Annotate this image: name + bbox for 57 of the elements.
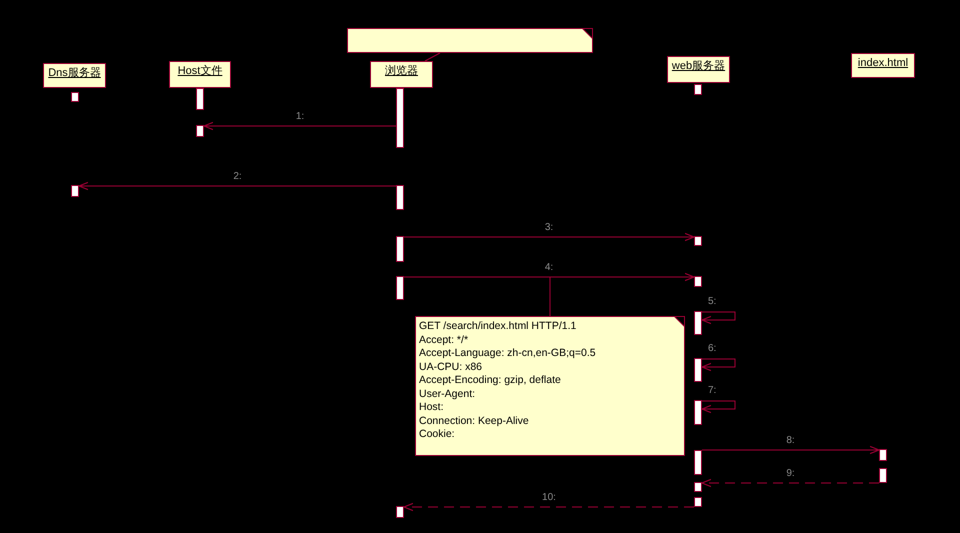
activation-bar — [694, 311, 702, 335]
activation-bar — [71, 92, 79, 102]
message-label: 6: — [708, 343, 716, 354]
activation-bar — [396, 506, 404, 518]
activation-bar — [694, 276, 702, 287]
activation-bar — [71, 185, 79, 197]
message-arrow — [203, 122, 396, 130]
activation-bar — [196, 125, 204, 137]
message-label: 2: — [233, 171, 242, 182]
activation-bar — [196, 88, 204, 110]
message-label: 1: — [296, 111, 304, 122]
activation-bar — [694, 482, 702, 492]
header-line: UA-CPU: x86 — [419, 360, 484, 374]
self-message-arrow — [701, 312, 736, 324]
header-line: Accept-Encoding: gzip, deflate — [419, 374, 562, 388]
activation-bar — [694, 84, 702, 95]
activation-bar — [694, 450, 702, 475]
message-arrow — [404, 232, 695, 242]
message-label: 5: — [708, 296, 716, 307]
activation-bar — [396, 185, 404, 210]
activation-bar — [694, 358, 702, 382]
message-arrow — [404, 272, 695, 282]
header-line: Accept: */* — [419, 334, 470, 347]
message-arrow — [702, 446, 880, 454]
activation-bar — [396, 88, 404, 148]
header-line: Host: — [419, 401, 445, 414]
self-message-arrow — [701, 400, 736, 414]
message-label: 10: — [542, 492, 556, 503]
message-arrow — [701, 478, 880, 488]
self-message-arrow — [701, 358, 736, 372]
message-label: 3: — [544, 222, 554, 233]
activation-bar — [879, 449, 887, 461]
activation-bar — [879, 468, 887, 483]
header-line: Cookie: — [419, 428, 456, 442]
header-line: GET /search/index.html HTTP/1.1 — [419, 320, 578, 334]
activation-bar — [396, 276, 404, 300]
object-box: Host文件 — [169, 61, 231, 88]
note-box — [347, 28, 593, 53]
activation-bar — [396, 236, 404, 262]
message-label: 8: — [786, 435, 795, 446]
header-line: Accept-Language: zh-cn,en-GB;q=0.5 — [419, 347, 597, 360]
message-arrow — [403, 502, 694, 512]
activation-bar — [694, 236, 702, 246]
header-line: User-Agent: — [419, 388, 476, 401]
object-box: web服务器 — [667, 56, 730, 83]
header-line: Connection: Keep-Alive — [419, 414, 530, 428]
leader-line — [424, 52, 440, 62]
message-label: 4: — [544, 262, 554, 273]
message-arrow — [78, 182, 396, 190]
object-box: 浏览器 — [370, 61, 433, 88]
message-label: 9: — [786, 468, 795, 479]
object-box: Dns服务器 — [43, 63, 106, 88]
object-box: index.html — [851, 53, 915, 78]
note-box — [415, 316, 685, 456]
activation-bar — [694, 400, 702, 425]
message-label: 7: — [708, 385, 716, 396]
activation-bar — [694, 497, 702, 507]
